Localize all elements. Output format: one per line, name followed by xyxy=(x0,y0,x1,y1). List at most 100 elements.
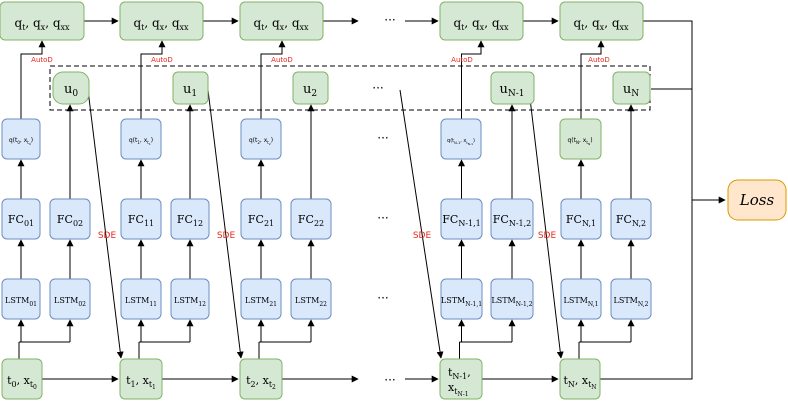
svg-text:LSTM11: LSTM11 xyxy=(125,296,157,308)
sde-label: SDE xyxy=(98,231,117,241)
svg-text:uN: uN xyxy=(623,82,639,99)
svg-text:uN-1: uN-1 xyxy=(499,82,524,99)
svg-text:t0, xt0: t0, xt0 xyxy=(7,374,37,391)
svg-text:LSTMN-1,1: LSTMN-1,1 xyxy=(441,296,482,308)
svg-text:qt, qx, qxx: qt, qx, qxx xyxy=(253,16,309,32)
lstm-node: LSTMN-1,1 xyxy=(440,278,483,320)
autod-label: AutoD xyxy=(588,56,610,64)
tx-node: tN-1, xtN-1 xyxy=(439,358,483,400)
top-node: qt, qx, qxx xyxy=(0,1,85,41)
fc-node: FCN,1 xyxy=(560,198,602,240)
autod-label: AutoD xyxy=(31,56,53,64)
svg-text:LSTM01: LSTM01 xyxy=(5,296,37,308)
svg-text:LSTM21: LSTM21 xyxy=(245,296,277,308)
svg-text:u1: u1 xyxy=(183,82,197,99)
svg-text:q(t1, xt1): q(t1, xt1) xyxy=(129,137,153,146)
fc-node: FCN,2 xyxy=(610,198,652,240)
fc-node: FC12 xyxy=(170,198,210,240)
sde-label: SDE xyxy=(217,231,236,241)
u-node: u2 xyxy=(292,71,329,105)
svg-text:FC12: FC12 xyxy=(177,213,203,228)
sde-edge xyxy=(399,89,444,359)
autod-label: AutoD xyxy=(271,56,293,64)
svg-text:FC21: FC21 xyxy=(248,213,274,228)
svg-text:qt, qx, qxx: qt, qx, qxx xyxy=(573,16,629,32)
svg-text:FC02: FC02 xyxy=(57,213,83,228)
sde-label: SDE xyxy=(413,231,432,241)
svg-text:LSTMN-1,2: LSTMN-1,2 xyxy=(491,296,532,308)
u-node: u1 xyxy=(172,71,209,105)
fc-node: FC22 xyxy=(290,198,332,240)
sde-edge xyxy=(87,89,124,359)
lstm-node: LSTM12 xyxy=(170,278,210,320)
sde-edges xyxy=(87,89,564,359)
svg-text:FC01: FC01 xyxy=(8,213,34,228)
ellipsis: ··· xyxy=(384,373,395,387)
autod-edge xyxy=(461,40,485,119)
tx-node: t1, xt1 xyxy=(119,358,163,400)
svg-text:tN, xtN: tN, xtN xyxy=(563,374,596,391)
lstm-node: LSTMN,1 xyxy=(560,278,602,320)
svg-text:q(t0, xt0): q(t0, xt0) xyxy=(9,137,33,146)
ellipsis: ··· xyxy=(384,13,395,27)
autod-edge xyxy=(260,40,286,119)
svg-text:LSTM02: LSTM02 xyxy=(54,296,86,308)
svg-text:q(t2, xt2): q(t2, xt2) xyxy=(249,137,273,146)
q-node: q(tN-1, xtN-1) xyxy=(440,118,482,160)
svg-text:LSTM12: LSTM12 xyxy=(174,296,206,308)
bottom-to-loss-edge xyxy=(600,200,693,380)
svg-text:FCN-1,1: FCN-1,1 xyxy=(442,213,481,228)
top-node: qt, qx, qxx xyxy=(239,1,324,41)
tx-node: t2, xt2 xyxy=(239,358,283,400)
sde-label: SDE xyxy=(538,231,557,241)
q-node: q(t1, xt1) xyxy=(120,118,162,160)
svg-text:FCN,2: FCN,2 xyxy=(616,213,646,228)
fc-node: FC02 xyxy=(49,198,91,240)
lstm-node: LSTM21 xyxy=(240,278,282,320)
q-node: q(tN, xtN) xyxy=(559,118,602,160)
autod-edge xyxy=(140,40,166,119)
fc-node: FC11 xyxy=(120,198,162,240)
svg-text:qt, qx, qxx: qt, qx, qxx xyxy=(133,16,189,32)
top-to-loss-edge xyxy=(643,20,693,200)
svg-text:FC22: FC22 xyxy=(298,213,324,228)
sde-edge xyxy=(207,89,244,359)
q-node: q(t2, xt2) xyxy=(240,118,282,160)
svg-text:q(tN, xtN): q(tN, xtN) xyxy=(567,137,592,146)
lstm-node: LSTM01 xyxy=(1,278,41,320)
ellipsis: ··· xyxy=(377,131,388,145)
svg-text:u2: u2 xyxy=(303,82,317,99)
svg-text:t1, xt1: t1, xt1 xyxy=(126,374,156,391)
svg-text:LSTMN,1: LSTMN,1 xyxy=(564,296,599,308)
tx-node: tN, xtN xyxy=(559,358,601,400)
u-node: uN xyxy=(612,71,651,105)
column-edges xyxy=(17,40,635,359)
autod-label: AutoD xyxy=(451,56,473,64)
ellipsis: ··· xyxy=(377,291,388,305)
svg-text:xtN-1: xtN-1 xyxy=(448,381,469,398)
top-node: qt, qx, qxx xyxy=(559,1,644,41)
top-node: qt, qx, qxx xyxy=(439,1,524,41)
fc-node: FC01 xyxy=(1,198,41,240)
u-node: uN-1 xyxy=(490,71,535,105)
svg-text:qt, qx, qxx: qt, qx, qxx xyxy=(14,16,70,32)
tx-node: t0, xt0 xyxy=(1,358,43,400)
ellipsis: ··· xyxy=(377,211,388,225)
svg-text:LSTM22: LSTM22 xyxy=(295,296,327,308)
fc-node: FCN-1,1 xyxy=(440,198,483,240)
q-node: q(t0, xt0) xyxy=(1,118,41,160)
svg-text:FC11: FC11 xyxy=(128,213,154,228)
lstm-node: LSTMN-1,2 xyxy=(490,278,534,320)
svg-text:FCN-1,2: FCN-1,2 xyxy=(493,213,532,228)
lstm-node: LSTM11 xyxy=(120,278,162,320)
ellipsis: ··· xyxy=(372,81,383,95)
fc-node: FCN-1,2 xyxy=(490,198,534,240)
svg-text:Loss: Loss xyxy=(739,191,775,209)
fc-node: FC21 xyxy=(240,198,282,240)
sde-edge xyxy=(528,89,564,359)
svg-text:FCN,1: FCN,1 xyxy=(566,213,596,228)
svg-text:tN-1,: tN-1, xyxy=(448,366,471,381)
svg-text:qt, qx, qxx: qt, qx, qxx xyxy=(453,16,509,32)
lstm-node: LSTM02 xyxy=(49,278,91,320)
